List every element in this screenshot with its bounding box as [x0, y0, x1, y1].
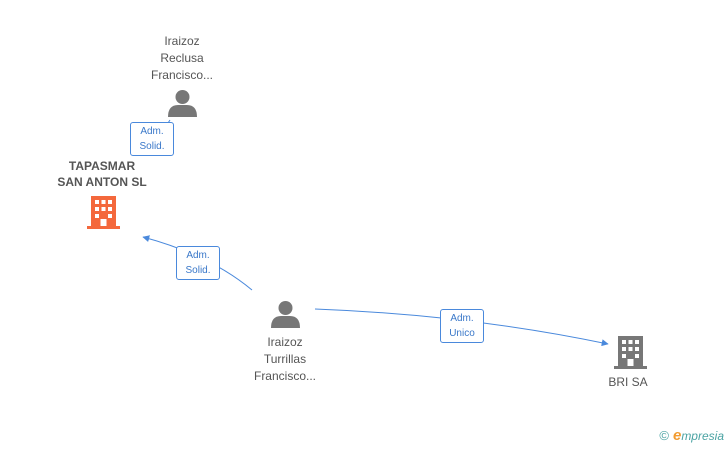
person-center-label[interactable]: Iraizoz Turrillas Francisco...	[242, 334, 328, 385]
edge-label-adm-unico[interactable]: Adm. Unico	[440, 309, 484, 343]
person-icon[interactable]	[271, 300, 300, 329]
company-main-line-2: SAN ANTON SL	[57, 175, 147, 189]
empresia-watermark: © empresia	[659, 427, 724, 444]
edge-label-line-1: Adm.	[450, 313, 474, 324]
company-main-line-1: TAPASMAR	[68, 159, 136, 173]
person-top-line-2: Reclusa	[160, 51, 204, 65]
person-top-label[interactable]: Iraizoz Reclusa Francisco...	[140, 33, 224, 84]
company-bri-label[interactable]: BRI SA	[596, 374, 660, 391]
building-icon[interactable]	[614, 335, 647, 370]
person-center-line-2: Turrillas	[263, 352, 307, 366]
edge-label-line-2: Solid.	[139, 141, 165, 152]
edge-label-line-1: Adm.	[186, 250, 210, 261]
company-bri-line-1: BRI SA	[608, 375, 648, 389]
person-icon[interactable]	[168, 89, 197, 118]
person-top-line-3: Francisco...	[150, 68, 213, 82]
edge-label-adm-solid-top[interactable]: Adm. Solid.	[130, 122, 174, 156]
building-icon[interactable]	[87, 195, 120, 230]
company-main-label[interactable]: TAPASMAR SAN ANTON SL	[50, 158, 154, 190]
person-center-line-1: Iraizoz	[267, 335, 303, 349]
edge-label-adm-solid-center[interactable]: Adm. Solid.	[176, 246, 220, 280]
edge-label-line-1: Adm.	[140, 126, 164, 137]
edge-label-line-2: Solid.	[185, 265, 211, 276]
brand-logo: empresia	[672, 427, 724, 444]
copyright-icon: ©	[659, 428, 669, 443]
edge-label-line-2: Unico	[449, 328, 475, 339]
person-top-line-1: Iraizoz	[164, 34, 200, 48]
person-center-line-3: Francisco...	[253, 369, 316, 383]
